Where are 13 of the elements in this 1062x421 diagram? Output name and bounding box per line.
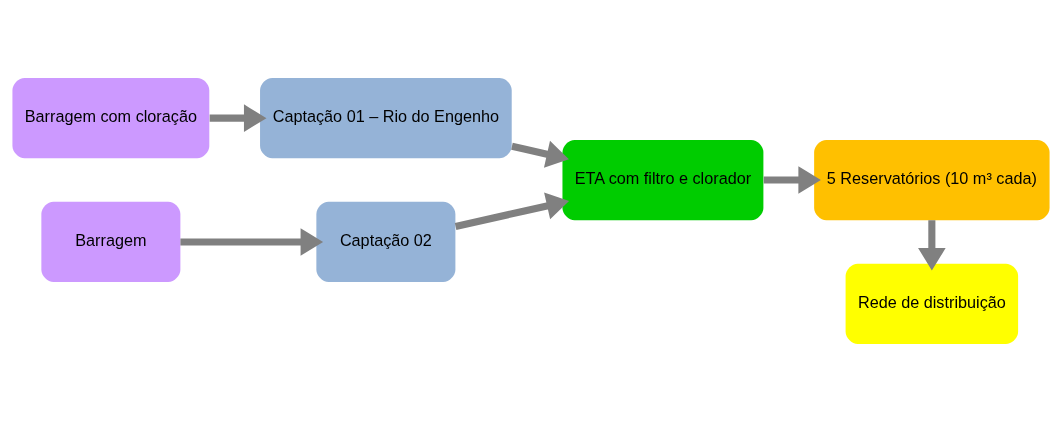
arrow <box>763 165 821 194</box>
node-box: Captação 01 – Rio do Engenho <box>260 77 512 158</box>
node-box: Barragem com cloração <box>12 77 210 158</box>
arrow <box>454 191 570 230</box>
arrow <box>180 227 324 256</box>
node-box: ETA com filtro e clorador <box>562 139 764 220</box>
arrow <box>209 103 267 132</box>
node-box: Captação 02 <box>316 201 456 282</box>
node-box: Barragem <box>41 201 181 282</box>
node-box: 5 Reservatórios (10 m³ cada) <box>814 139 1050 220</box>
arrow <box>918 219 946 270</box>
arrow <box>511 140 569 168</box>
node-box: Rede de distribuição <box>845 263 1019 344</box>
